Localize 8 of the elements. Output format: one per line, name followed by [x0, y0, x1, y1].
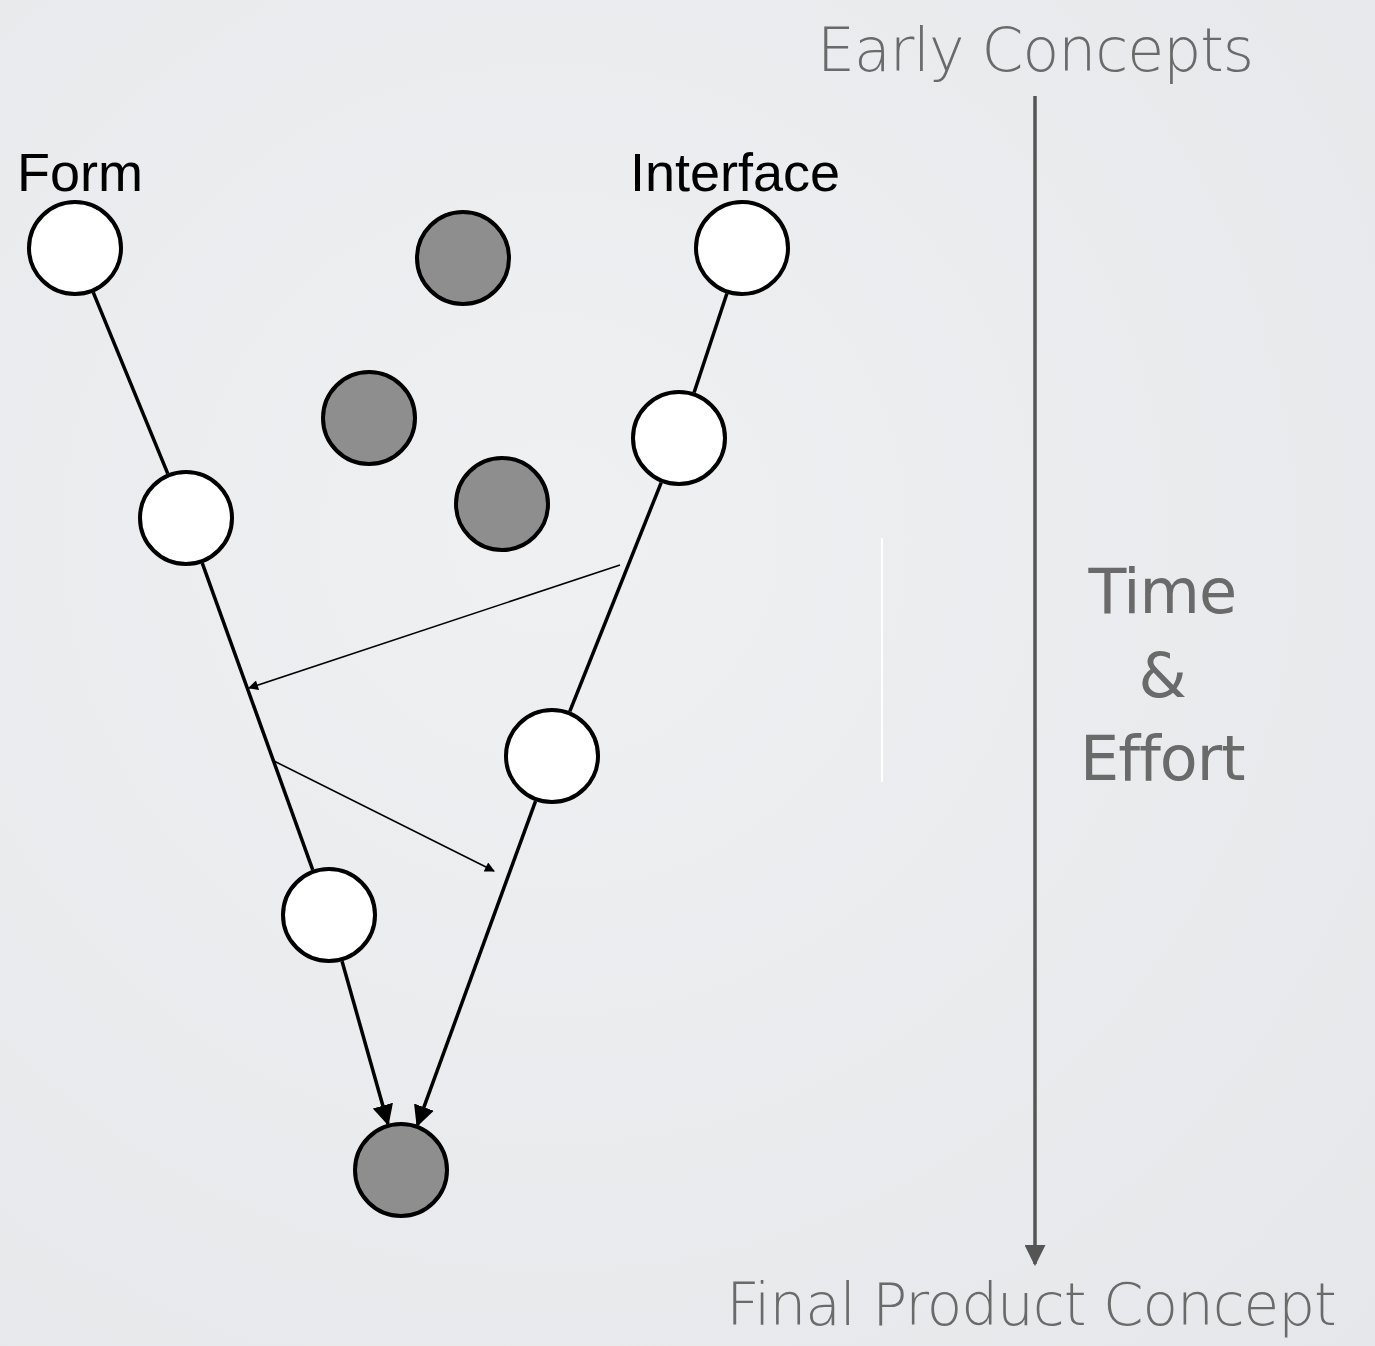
node-heading: Interface	[630, 142, 841, 202]
connector-arrow	[1024, 96, 1046, 1267]
connector-arrow	[414, 800, 538, 1127]
stage-label: Early Concepts	[817, 17, 1253, 83]
node-heading: Form	[17, 142, 143, 202]
connector-arrow	[340, 960, 393, 1126]
stage-label: Final Product Concept	[726, 1274, 1336, 1338]
axis-label: Time & Effort	[1080, 554, 1245, 798]
